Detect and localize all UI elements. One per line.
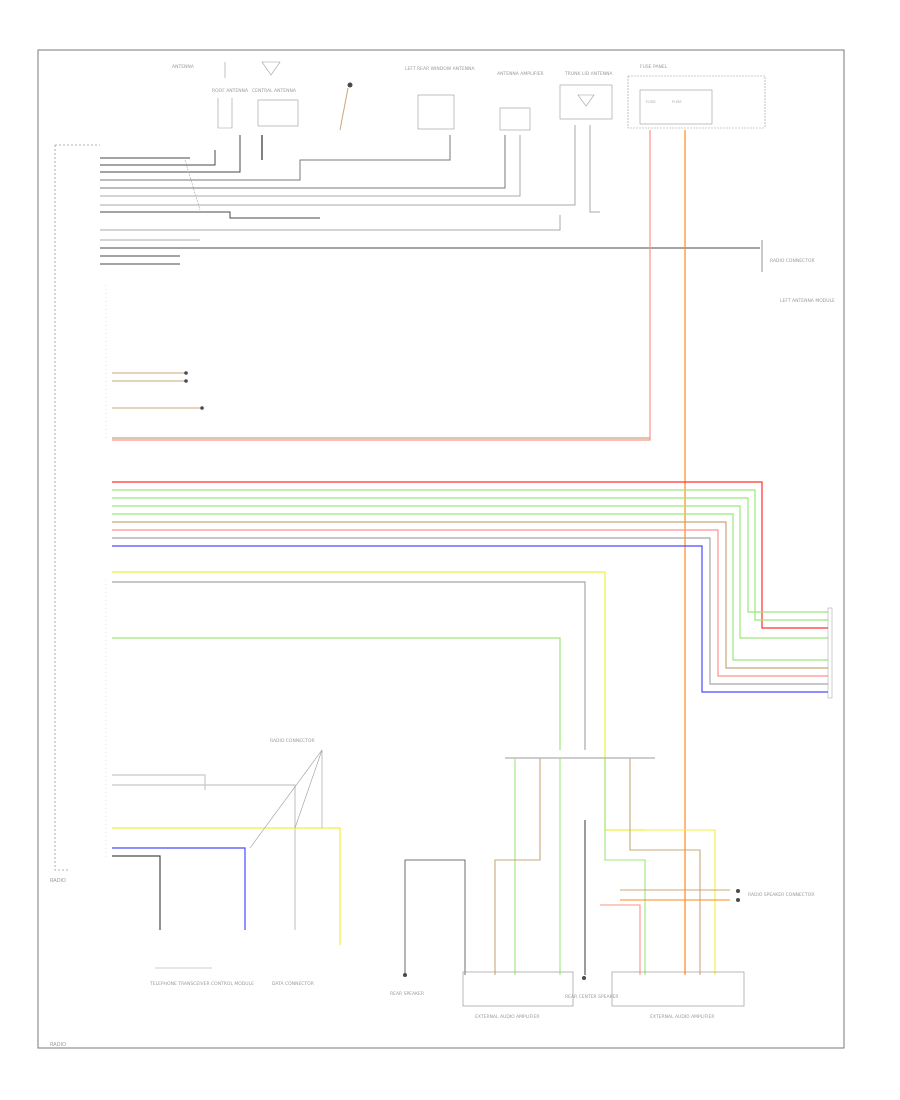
gps-ground	[339, 82, 353, 131]
colored-harness	[112, 130, 828, 975]
svg-text:TELEPHONE TRANSCEIVER CONTROL: TELEPHONE TRANSCEIVER CONTROL MODULE	[149, 981, 254, 987]
svg-text:RADIO CONNECTOR: RADIO CONNECTOR	[270, 738, 315, 744]
external-audio-left: EXTERNAL AUDIO AMPLIFIER	[462, 971, 574, 1020]
svg-text:RADIO SPEAKER CONNECTOR: RADIO SPEAKER CONNECTOR	[748, 892, 814, 898]
trunk-lid-antenna: TRUNK LID ANTENNA	[559, 71, 613, 120]
right-connector-stack	[827, 607, 833, 699]
svg-text:LEFT ANTENNA MODULE: LEFT ANTENNA MODULE	[780, 298, 835, 304]
external-audio-right: EXTERNAL AUDIO AMPLIFIER	[611, 971, 745, 1020]
lower-junction	[494, 757, 730, 975]
rear-center-speaker: REAR CENTER SPEAKER	[565, 976, 619, 1000]
svg-text:LEFT REAR WINDOW ANTENNA: LEFT REAR WINDOW ANTENNA	[405, 66, 475, 72]
svg-text:CENTRAL ANTENNA: CENTRAL ANTENNA	[252, 88, 297, 94]
svg-text:ANTENNA: ANTENNA	[172, 64, 195, 70]
telephone-transceiver: TELEPHONE TRANSCEIVER CONTROL MODULE RAD…	[149, 738, 323, 987]
mid-stubs	[112, 371, 204, 410]
svg-text:EXTERNAL AUDIO AMPLIFIER: EXTERNAL AUDIO AMPLIFIER	[650, 1014, 714, 1020]
speaker-harness-right: RADIO SPEAKER CONNECTOR	[736, 889, 814, 902]
roof-antenna: ROOF ANTENNA	[212, 88, 249, 129]
left-antenna-module: RADIO CONNECTOR LEFT ANTENNA MODULE	[761, 240, 835, 304]
radio-module-outline	[54, 145, 70, 871]
data-connector: DATA CONNECTOR	[272, 981, 314, 987]
left-rear-window-antenna: LEFT REAR WINDOW ANTENNA	[405, 66, 475, 130]
svg-text:FUSE: FUSE	[672, 99, 682, 104]
svg-text:EXTERNAL AUDIO AMPLIFIER: EXTERNAL AUDIO AMPLIFIER	[475, 1014, 539, 1020]
svg-text:DATA CONNECTOR: DATA CONNECTOR	[272, 981, 314, 987]
svg-text:RADIO CONNECTOR: RADIO CONNECTOR	[770, 258, 815, 264]
diagram-footer-label: RADIO	[50, 1042, 66, 1048]
radio-footer-label: RADIO	[50, 878, 66, 884]
diagram-frame	[37, 49, 845, 1049]
svg-text:ANTENNA AMPLIFIER: ANTENNA AMPLIFIER	[497, 71, 544, 77]
svg-text:FUSE PANEL: FUSE PANEL	[640, 64, 668, 70]
svg-text:ROOF ANTENNA: ROOF ANTENNA	[212, 88, 249, 94]
svg-text:TRUNK LID ANTENNA: TRUNK LID ANTENNA	[564, 71, 613, 77]
fuse-panel: FUSE PANEL FUSE FUSE	[627, 64, 766, 129]
svg-text:REAR SPEAKER: REAR SPEAKER	[390, 991, 424, 997]
antenna-amplifier: ANTENNA AMPLIFIER	[497, 71, 544, 131]
svg-text:FUSE: FUSE	[646, 99, 656, 104]
top-harness	[100, 125, 760, 265]
rear-window-speaker: REAR SPEAKER	[390, 859, 466, 997]
central-antenna: CENTRAL ANTENNA	[252, 61, 299, 127]
wire-red	[112, 130, 651, 441]
svg-text:REAR CENTER SPEAKER: REAR CENTER SPEAKER	[565, 994, 619, 1000]
antenna-top-left: ANTENNA	[172, 62, 226, 78]
